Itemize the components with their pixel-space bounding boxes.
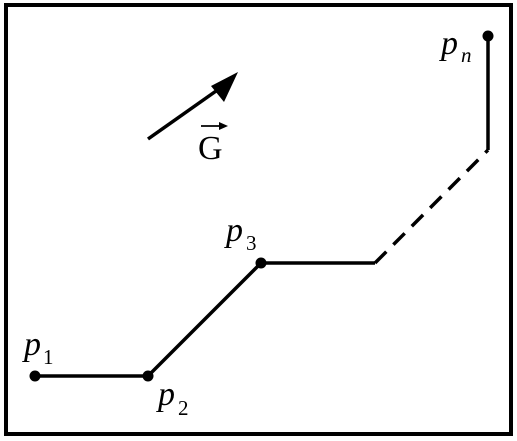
path-solid-segment — [35, 261, 375, 378]
svg-text:1: 1 — [43, 345, 54, 369]
vector-g-label: G — [198, 130, 223, 167]
diagram-frame — [4, 3, 513, 436]
point-p3-dot — [255, 257, 267, 269]
svg-text:p: p — [439, 25, 458, 62]
point-pn-dot — [482, 30, 494, 42]
svg-text:n: n — [461, 43, 472, 67]
path-dashed-segment — [373, 148, 490, 265]
vector-g-arrowhead — [211, 72, 238, 102]
svg-text:3: 3 — [246, 231, 257, 255]
label-p1: p 1 — [22, 326, 54, 369]
point-p2-dot — [142, 370, 154, 382]
label-pn: p n — [439, 25, 472, 67]
label-p2: p 2 — [156, 376, 189, 420]
vector-g-overarrow-head — [219, 122, 228, 130]
vector-g-arrow — [146, 82, 228, 141]
point-p1-dot — [29, 370, 41, 382]
svg-text:p: p — [22, 326, 41, 363]
svg-text:p: p — [156, 376, 175, 413]
svg-text:p: p — [224, 212, 243, 249]
label-p3: p 3 — [224, 212, 257, 255]
svg-text:2: 2 — [178, 396, 189, 420]
